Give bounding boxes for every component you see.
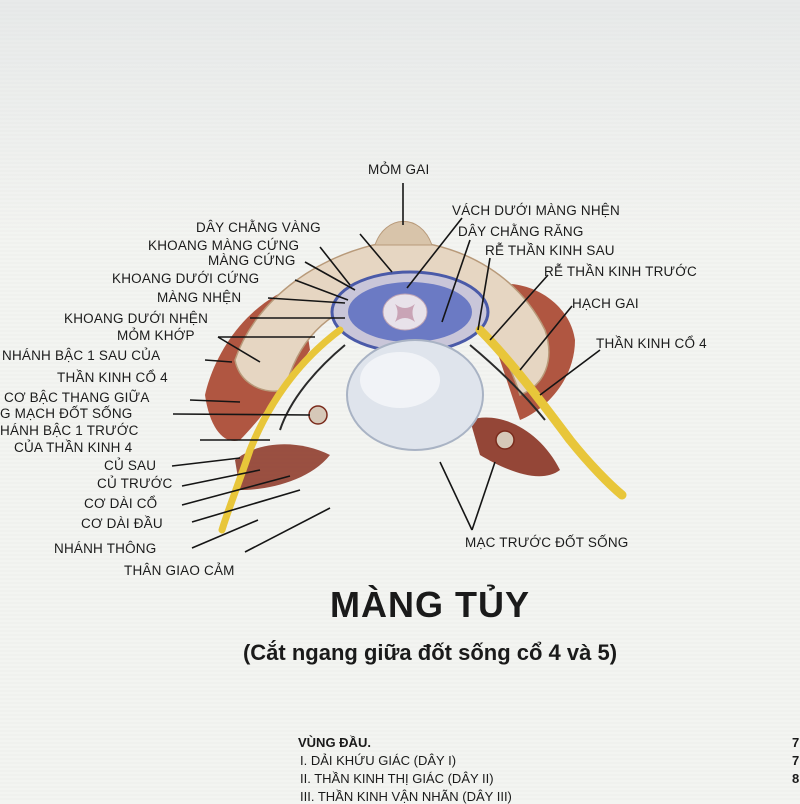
label-co-dai-dau: CƠ DÀI ĐẦU [81,516,163,531]
label-nhanh-thong: NHÁNH THÔNG [54,541,157,556]
label-cu-sau: CỦ SAU [104,458,157,473]
label-re-than-kinh-truoc: RỄ THẦN KINH TRƯỚC [544,264,697,279]
label-nhanh-bac1-sau-line1: NHÁNH BẬC 1 SAU CỦA [2,348,161,363]
vertebral-artery-left [308,405,328,425]
label-dong-mach-dot-song: G MẠCH ĐỐT SỐNG [0,406,133,421]
label-hach-gai: HẠCH GAI [572,296,639,311]
label-mac-truoc-dot-song: MẠC TRƯỚC ĐỐT SỐNG [465,535,629,550]
label-cu-truoc: CỦ TRƯỚC [97,476,173,491]
index-item: III. THẦN KINH VẬN NHÃN (DÂY III) [300,789,512,804]
index-page-number: 7 [792,753,800,768]
nerve-right-inner [469,344,546,421]
label-khoang-duoi-cung: KHOANG DƯỚI CỨNG [112,271,260,286]
index-page-number: 8 [792,771,800,786]
label-khoang-mang-cung: KHOANG MÀNG CỨNG [148,238,300,253]
page-title: MÀNG TỦY [330,584,530,625]
index-item: II. THẦN KINH THỊ GIÁC (DÂY II) [300,771,494,786]
label-re-than-kinh-sau: RỄ THẦN KINH SAU [485,243,615,258]
label-co-dai-co: CƠ DÀI CỔ [84,496,158,511]
page-subtitle: (Cắt ngang giữa đốt sống cổ 4 và 5) [242,640,618,665]
label-day-chang-rang: DÂY CHẰNG RĂNG [458,224,584,239]
label-mom-gai: MỎM GAI [368,162,430,177]
label-nhanh-bac1-truoc-line2: CỦA THẦN KINH 4 [14,440,133,455]
label-mang-cung: MÀNG CỨNG [208,253,296,268]
index-heading: VÙNG ĐẦU. [298,735,371,750]
index-page-number: 7 [792,735,800,750]
label-nhanh-bac1-sau-line2: THẦN KINH CỔ 4 [57,370,168,385]
label-day-chang-vang: DÂY CHẰNG VÀNG [196,220,321,235]
label-mom-khop: MỎM KHỚP [117,328,195,343]
label-than-giao-cam: THÂN GIAO CẢM [124,563,235,578]
label-mang-nhen: MÀNG NHỆN [157,290,242,305]
nerve-left-inner [279,344,346,431]
grey-matter [395,304,415,322]
label-vach-duoi-mang-nhen: VÁCH DƯỚI MÀNG NHỆN [452,203,620,218]
vertebral-artery-right [495,430,515,450]
label-khoang-duoi-nhen: KHOANG DƯỚI NHỆN [64,311,209,326]
label-co-bac-thang-giua: CƠ BẬC THANG GIỮA [4,390,150,405]
spinous-process [374,220,433,246]
label-than-kinh-co-4: THẦN KINH CỔ 4 [596,336,707,351]
nerve-right [475,325,627,500]
leader-lines [171,183,601,553]
vertebral-body-highlight [360,352,440,408]
nerve-left [218,326,344,534]
index-item: I. DẢI KHỨU GIÁC (DÂY I) [300,753,457,768]
label-nhanh-bac1-truoc-line1: HÁNH BẬC 1 TRƯỚC [0,423,139,438]
muscle-lower-right [470,417,560,477]
vertebral-arch [234,239,550,396]
muscle-lower-left [235,444,330,490]
